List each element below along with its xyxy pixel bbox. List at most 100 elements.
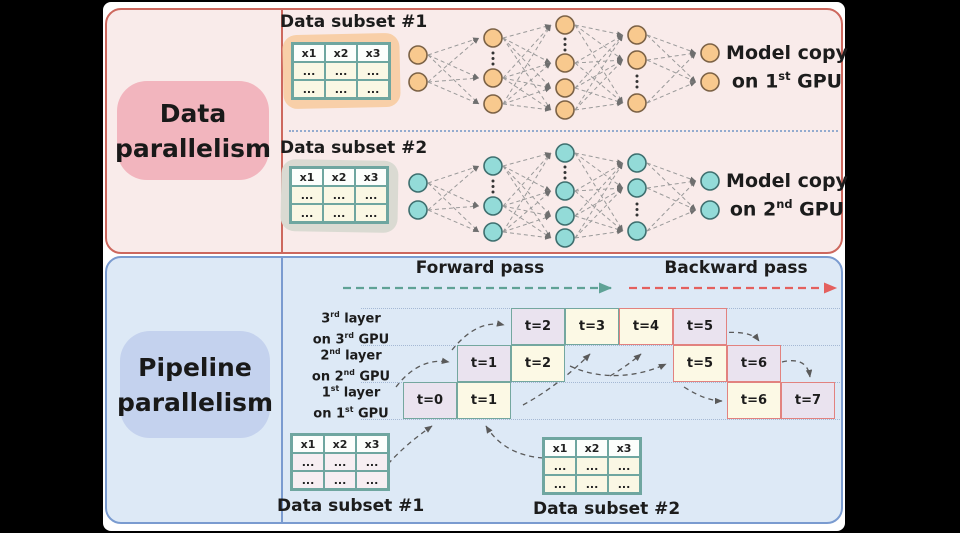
connection-line bbox=[502, 165, 552, 192]
connection-line bbox=[427, 203, 480, 211]
data-subset-1-label: Data subset #1 bbox=[280, 12, 428, 32]
ellipsis-dot bbox=[491, 185, 495, 188]
table-cell: ... bbox=[356, 471, 388, 489]
neuron-node bbox=[627, 25, 647, 45]
connection-line bbox=[574, 24, 624, 37]
neuron-node bbox=[483, 222, 503, 242]
connection-line bbox=[574, 34, 624, 64]
connection-line bbox=[502, 37, 552, 64]
pipeline-cell: t=2 bbox=[511, 345, 565, 382]
connection-line bbox=[502, 62, 552, 79]
table-cell: ... bbox=[357, 62, 389, 80]
connection-line bbox=[574, 190, 624, 232]
connection-line bbox=[574, 59, 624, 111]
connection-line bbox=[502, 152, 552, 207]
model-copy-line: on 1st GPU bbox=[731, 68, 843, 92]
connection-line bbox=[427, 54, 480, 105]
table-cell: ... bbox=[324, 453, 356, 471]
connection-line bbox=[574, 34, 624, 89]
title-line: parallelism bbox=[114, 133, 272, 163]
connection-line bbox=[502, 77, 552, 111]
neuron-node bbox=[483, 28, 503, 48]
neuron-node bbox=[483, 196, 503, 216]
table-header-cell: x2 bbox=[325, 44, 357, 62]
pipeline-cell: t=7 bbox=[781, 382, 835, 419]
table-header-row: x1 x2 x3 bbox=[291, 168, 387, 186]
table-header-cell: x3 bbox=[356, 435, 388, 453]
ellipsis-dot bbox=[635, 208, 639, 211]
ellipsis-dot bbox=[563, 171, 567, 174]
neural-network-gpu2 bbox=[408, 143, 720, 248]
ellipsis-dot bbox=[635, 80, 639, 83]
connection-line bbox=[502, 24, 552, 39]
table-cell: ... bbox=[357, 80, 389, 98]
ellipsis-dot bbox=[563, 37, 567, 41]
connection-line bbox=[646, 187, 697, 211]
table-row: ... ... ... bbox=[293, 62, 389, 80]
connection-line bbox=[427, 165, 480, 211]
connection-line bbox=[427, 165, 480, 184]
neuron-node bbox=[408, 173, 428, 193]
connection-line bbox=[502, 24, 552, 105]
table-header-cell: x2 bbox=[324, 435, 356, 453]
gpu-lane-line bbox=[361, 382, 840, 383]
neuron-node bbox=[408, 72, 428, 92]
table-header-cell: x1 bbox=[293, 44, 325, 62]
data-section-divider bbox=[281, 8, 283, 254]
ellipsis-dot bbox=[563, 43, 567, 46]
connection-line bbox=[646, 162, 697, 211]
connection-line bbox=[502, 205, 552, 239]
table-cell: ... bbox=[355, 204, 387, 222]
connection-line bbox=[502, 165, 552, 217]
ellipsis-dot bbox=[491, 179, 495, 183]
pipeline-data-subset-2-label: Data subset #2 bbox=[533, 499, 681, 519]
neuron-node bbox=[555, 78, 575, 98]
table-row: ... ... ... bbox=[544, 475, 640, 493]
connection-line bbox=[502, 62, 552, 105]
title-line: parallelism bbox=[116, 387, 274, 417]
model-copy-line: on 2nd GPU bbox=[729, 196, 845, 220]
pipeline-parallelism-title: Pipeline parallelism bbox=[116, 331, 274, 438]
gpu-row-label-1: 1st layer on 1st GPU bbox=[313, 384, 389, 422]
connection-line bbox=[574, 24, 624, 104]
pipeline-cell: t=0 bbox=[403, 382, 457, 419]
table-cell: ... bbox=[291, 204, 323, 222]
neuron-node bbox=[555, 15, 575, 35]
neuron-node bbox=[700, 72, 720, 92]
table-header-cell: x3 bbox=[355, 168, 387, 186]
ellipsis-dot bbox=[635, 74, 639, 78]
table-cell: ... bbox=[292, 471, 324, 489]
pipeline-data-subset-2-table: x1 x2 x3 ... ... ... ... ... ... bbox=[542, 437, 642, 495]
ellipsis-dot bbox=[563, 48, 567, 52]
connection-line bbox=[427, 182, 480, 233]
pipeline-section-divider bbox=[281, 256, 283, 524]
connection-line bbox=[502, 152, 552, 167]
table-cell: ... bbox=[291, 186, 323, 204]
table-cell: ... bbox=[608, 475, 640, 493]
table-header-row: x1 x2 x3 bbox=[544, 439, 640, 457]
connection-line bbox=[574, 162, 624, 192]
backward-pass-label: Backward pass bbox=[664, 258, 808, 278]
data-parallelism-title: Data parallelism bbox=[114, 81, 272, 180]
ellipsis-dot bbox=[563, 165, 567, 169]
connection-line bbox=[574, 187, 624, 217]
connection-line bbox=[502, 87, 552, 105]
table-header-cell: x1 bbox=[292, 435, 324, 453]
neuron-node bbox=[483, 68, 503, 88]
ellipsis-dot bbox=[635, 213, 639, 217]
connection-line bbox=[427, 81, 480, 105]
neuron-node bbox=[408, 45, 428, 65]
connection-line bbox=[502, 190, 552, 233]
pipeline-cell: t=5 bbox=[673, 308, 727, 345]
pipeline-cell: t=1 bbox=[457, 345, 511, 382]
gpu-row-label-2: 2nd layer on 2nd GPU bbox=[311, 347, 391, 385]
neuron-node bbox=[555, 143, 575, 163]
table-cell: ... bbox=[325, 80, 357, 98]
connection-line bbox=[574, 152, 624, 165]
pipeline-data-subset-1-label: Data subset #1 bbox=[277, 496, 425, 516]
model-copy-2-label: Model copy on 2nd GPU bbox=[721, 168, 853, 223]
connection-line bbox=[646, 81, 697, 104]
neuron-node bbox=[555, 206, 575, 226]
neuron-node bbox=[555, 100, 575, 120]
neuron-node bbox=[700, 43, 720, 63]
